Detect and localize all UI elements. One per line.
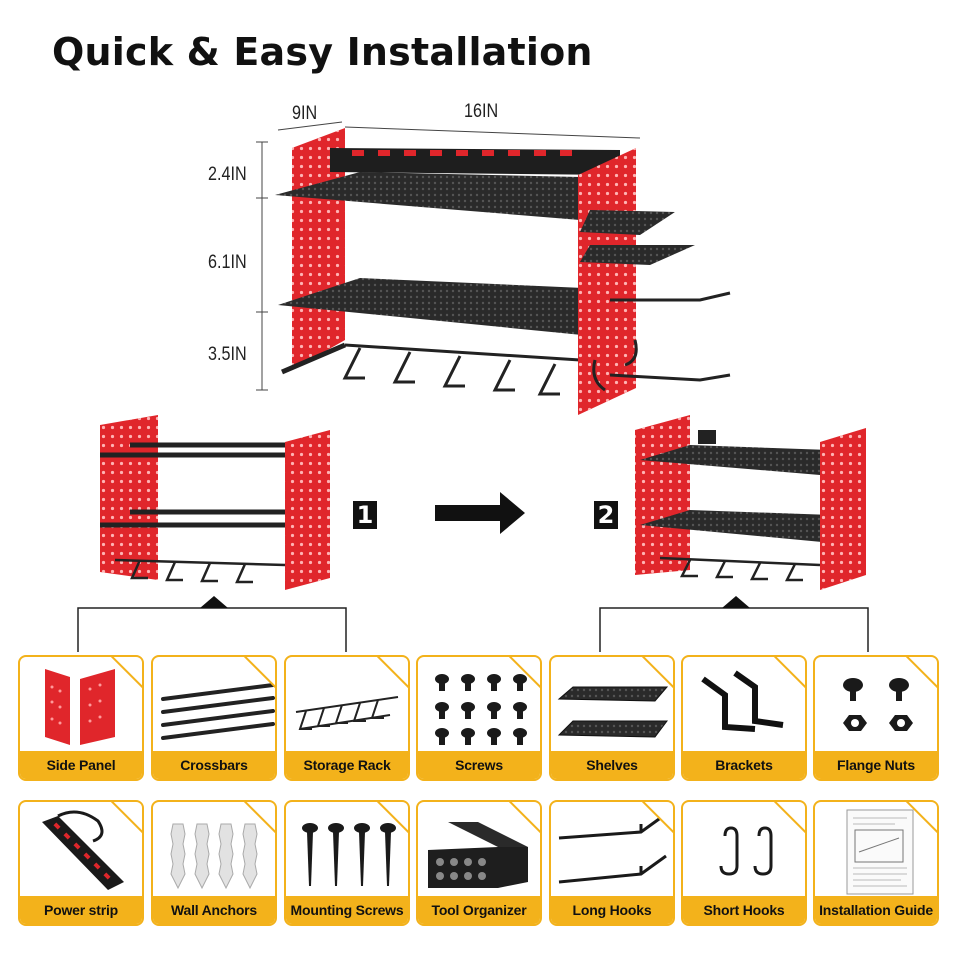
mounting-screws-icon [302,823,396,886]
caret-up-icon [722,596,750,608]
arrow-right-icon [435,492,525,534]
power-strip-icon [42,810,124,890]
dim-height-bottom: 3.5IN [208,344,247,365]
tool-organizer-icon [428,822,528,888]
part-label: Storage Rack [286,751,408,779]
part-label: Flange Nuts [815,751,937,779]
dim-width: 16IN [464,101,499,122]
part-card-screws: Screws [416,655,542,781]
connector-lines [77,607,869,652]
part-card-flange-nuts: Flange Nuts [813,655,939,781]
short-hooks-icon [719,826,773,876]
dim-height-top: 2.4IN [208,164,247,185]
part-card-shelves: Shelves [549,655,675,781]
part-card-wall-anchors: Wall Anchors [151,800,277,926]
part-card-power-strip: Power strip [18,800,144,926]
installation-guide-icon [846,809,914,895]
step-1-badge: 1 [353,501,377,529]
part-label: Short Hooks [683,896,805,924]
dim-height-mid: 6.1IN [208,252,247,273]
part-card-tool-organizer: Tool Organizer [416,800,542,926]
step1-rack [100,415,330,590]
main-rack [275,128,731,415]
part-label: Crossbars [153,751,275,779]
part-label: Shelves [551,751,673,779]
step2-rack [635,415,866,590]
flange-nuts-icon [843,678,913,731]
part-card-installation-guide: Installation Guide [813,800,939,926]
part-label: Brackets [683,751,805,779]
long-hooks-icon [558,812,667,884]
part-label: Screws [418,751,540,779]
part-card-brackets: Brackets [681,655,807,781]
part-label: Mounting Screws [286,896,408,924]
part-label: Tool Organizer [418,896,540,924]
part-label: Installation Guide [815,896,937,924]
caret-up-icon [200,596,228,608]
part-card-short-hooks: Short Hooks [681,800,807,926]
screws-icon [435,674,527,745]
wall-anchors-icon [170,823,258,890]
part-card-storage-rack: Storage Rack [284,655,410,781]
brackets-icon [701,670,784,732]
side-panel-icon [45,669,115,745]
crossbars-icon [161,683,275,740]
part-card-side-panel: Side Panel [18,655,144,781]
part-label: Side Panel [20,751,142,779]
storage-rack-icon [295,696,399,730]
page-title: Quick & Easy Installation [52,30,593,74]
part-card-long-hooks: Long Hooks [549,800,675,926]
part-label: Long Hooks [551,896,673,924]
part-label: Power strip [20,896,142,924]
part-label: Wall Anchors [153,896,275,924]
dimension-lines [256,121,641,391]
shelves-icon [557,686,669,738]
part-card-crossbars: Crossbars [151,655,277,781]
dim-depth: 9IN [292,103,318,124]
step-2-badge: 2 [594,501,618,529]
part-card-mounting-screws: Mounting Screws [284,800,410,926]
